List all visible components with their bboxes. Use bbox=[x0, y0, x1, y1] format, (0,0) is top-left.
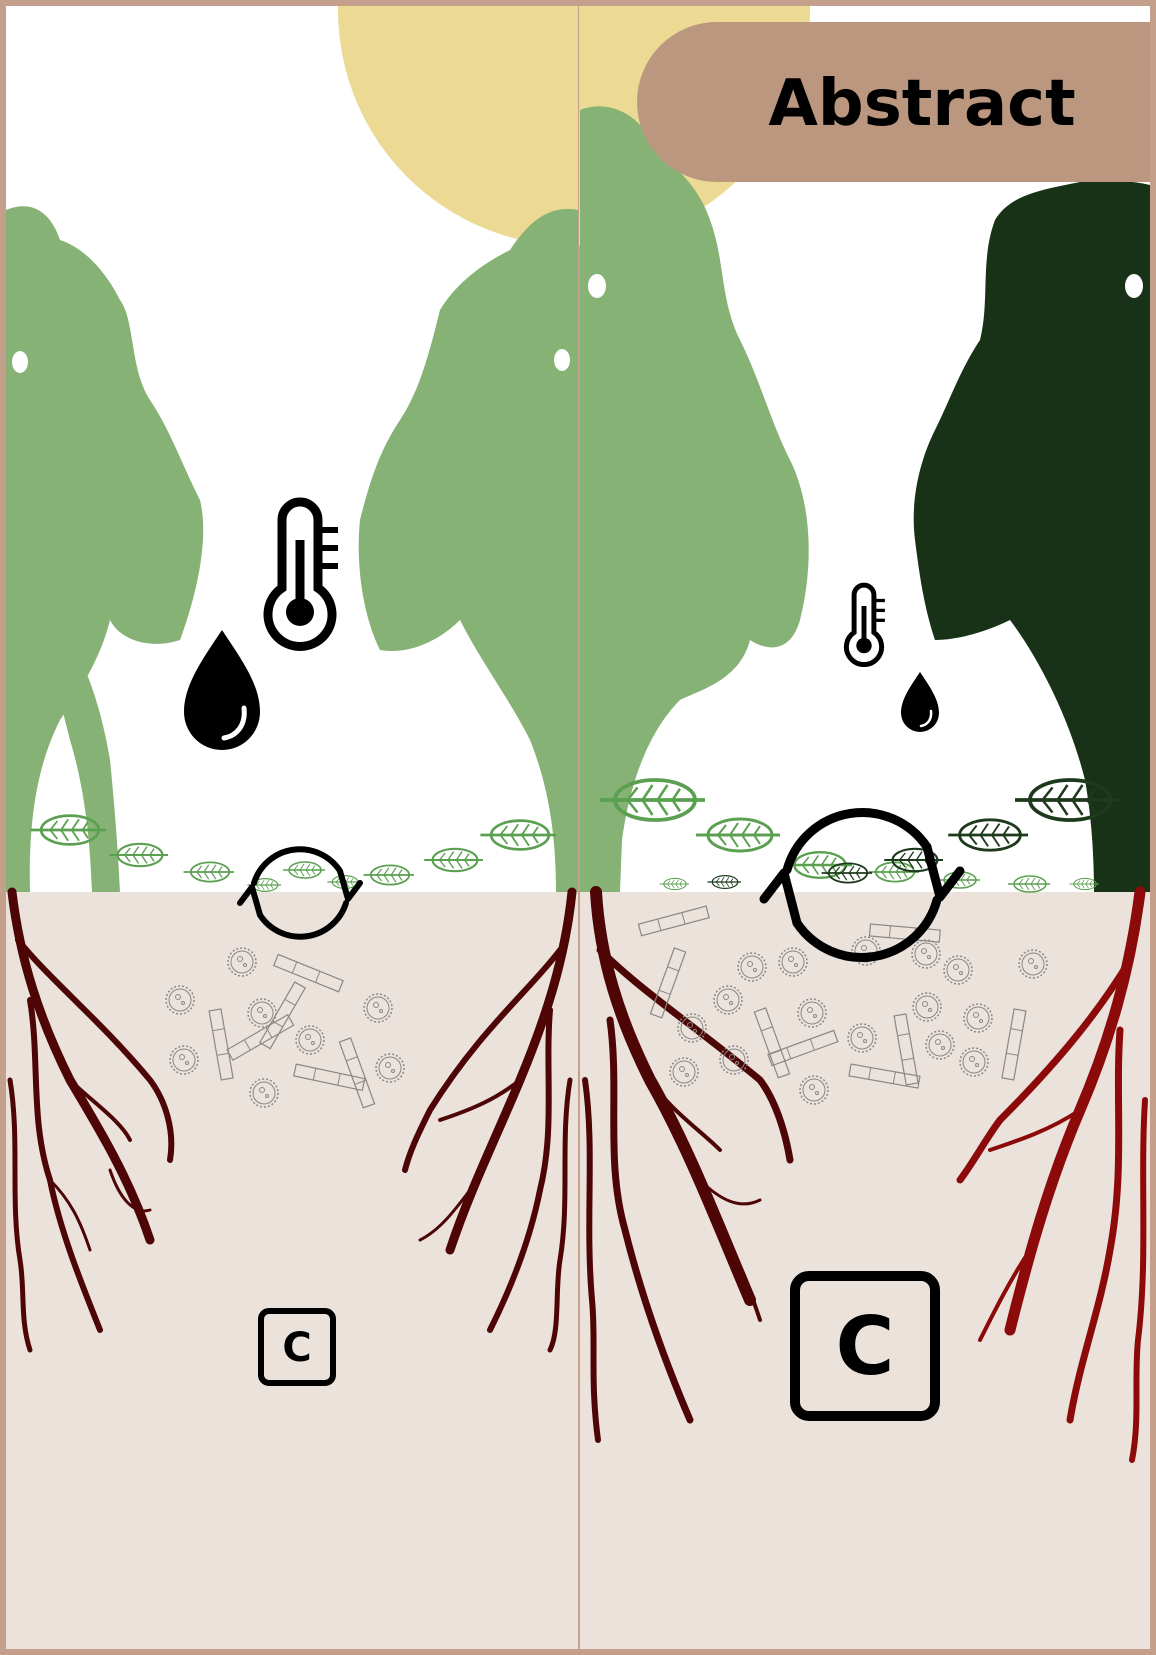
abstract-title: Abstract bbox=[768, 67, 1075, 141]
soil bbox=[6, 892, 578, 1649]
panel-divider bbox=[578, 6, 580, 1649]
carbon-letter: C bbox=[836, 1300, 895, 1393]
abstract-badge: Abstract bbox=[637, 22, 1150, 182]
carbon-letter: C bbox=[282, 1325, 311, 1371]
